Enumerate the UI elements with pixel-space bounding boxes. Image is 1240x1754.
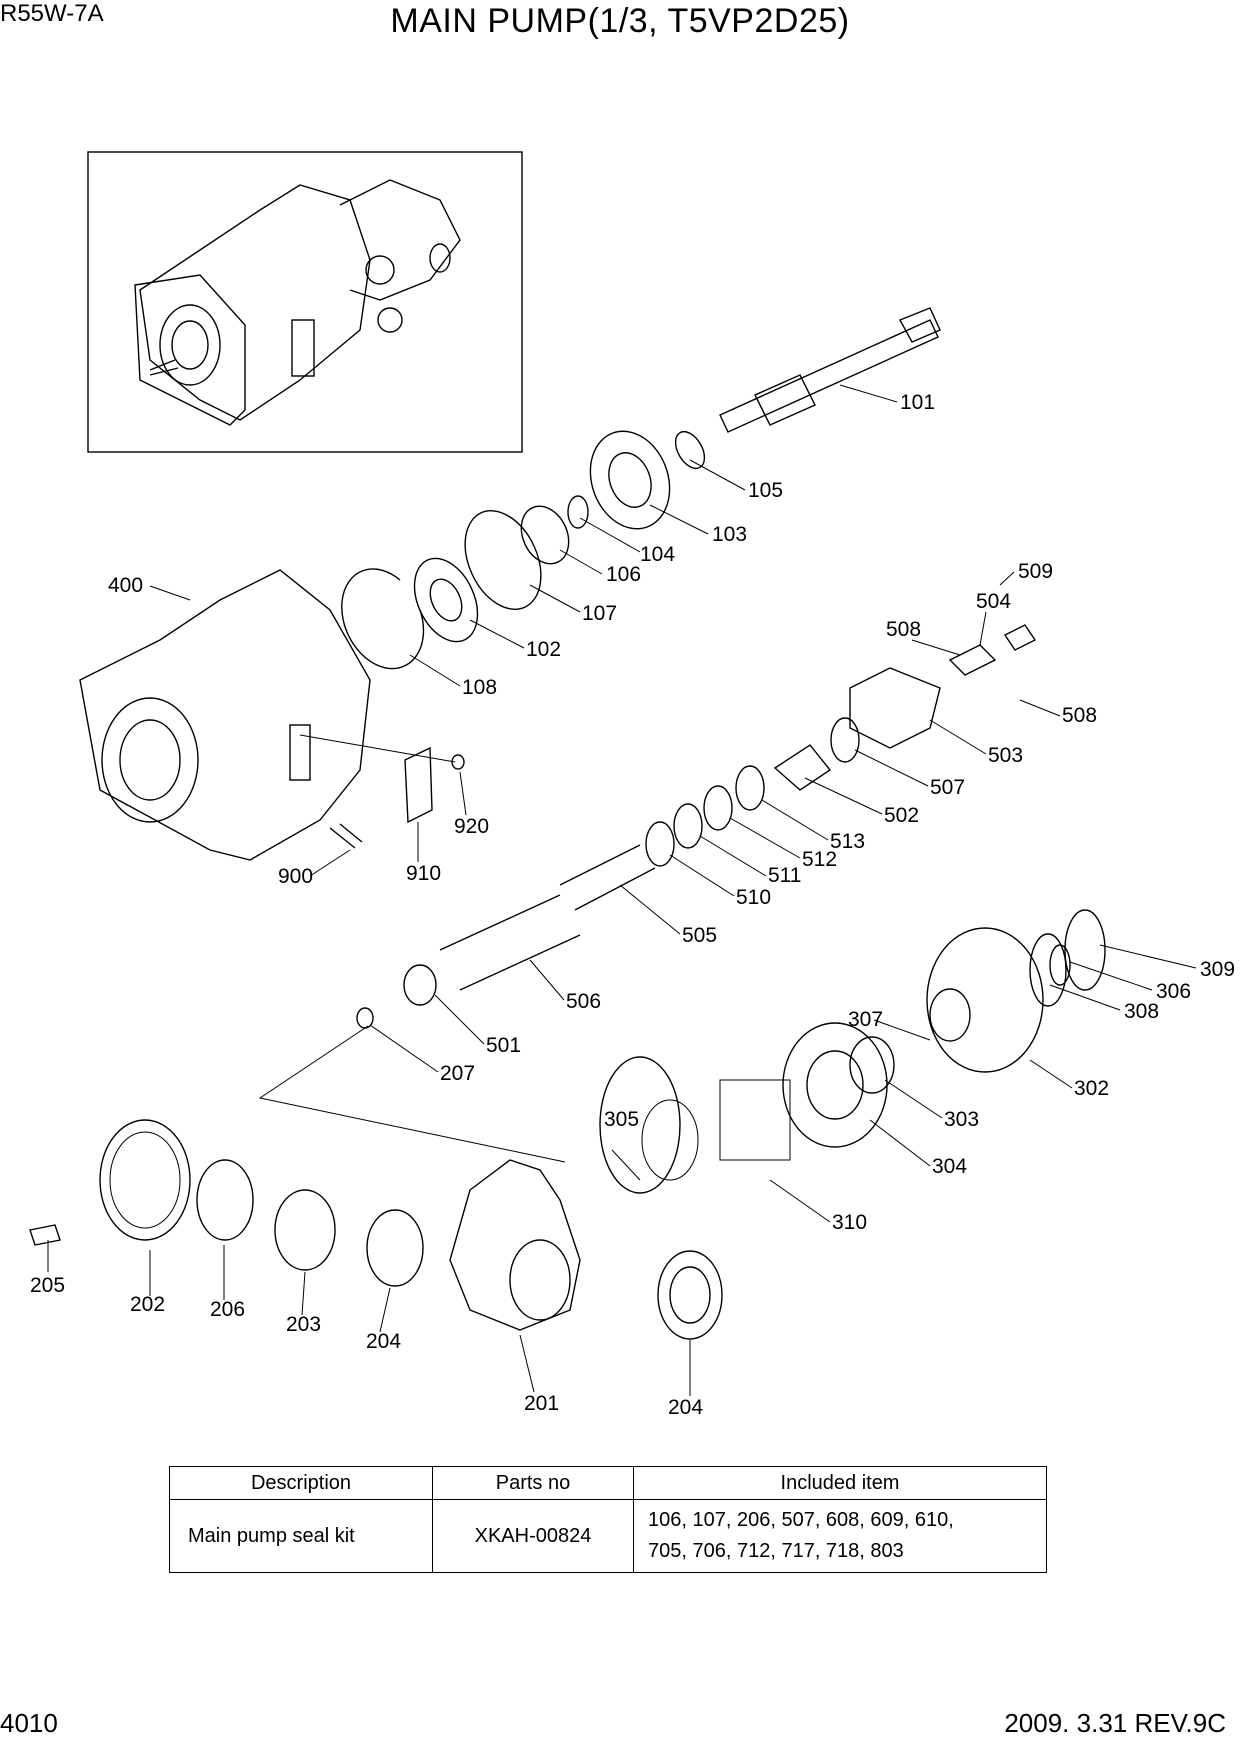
label-504: 504 <box>976 590 1011 613</box>
part-rings-upper <box>341 430 706 670</box>
column-header-included-item: Included item <box>633 1466 1047 1500</box>
label-104: 104 <box>640 543 675 566</box>
model-name: R55W-7A <box>0 0 104 27</box>
label-204: 204 <box>366 1330 401 1353</box>
label-512: 512 <box>802 848 837 871</box>
label-101: 101 <box>900 391 935 414</box>
label-307: 307 <box>848 1008 883 1031</box>
label-511: 511 <box>768 864 801 887</box>
label-305: 305 <box>604 1108 639 1131</box>
exploded-parts-diagram: 101 105 103 104 106 107 102 108 400 509 … <box>29 151 1235 1419</box>
leader-lines <box>47 384 1197 1396</box>
cell-included-items: 106, 107, 206, 507, 608, 609, 610, 705, … <box>633 1499 1047 1573</box>
revision-date: 2009. 3.31 REV.9C <box>1004 1708 1226 1738</box>
label-201: 201 <box>524 1392 559 1415</box>
assembled-pump-inset <box>87 151 523 453</box>
label-508b: 508 <box>1062 704 1097 727</box>
label-508: 508 <box>886 618 921 641</box>
label-204b: 204 <box>668 1396 703 1419</box>
label-207: 207 <box>440 1062 475 1085</box>
column-header-description: Description <box>169 1466 433 1500</box>
label-203: 203 <box>286 1313 321 1336</box>
label-501: 501 <box>486 1034 521 1057</box>
label-206: 206 <box>210 1298 245 1321</box>
label-303: 303 <box>944 1108 979 1131</box>
label-306: 306 <box>1156 980 1191 1003</box>
label-106: 106 <box>606 563 641 586</box>
label-510: 510 <box>736 886 771 909</box>
table-row: Main pump seal kit XKAH-00824 106, 107, … <box>169 1499 1047 1573</box>
label-920: 920 <box>454 815 489 838</box>
label-102: 102 <box>526 638 561 661</box>
label-304: 304 <box>932 1155 967 1178</box>
label-105: 105 <box>748 479 783 502</box>
label-513: 513 <box>830 830 865 853</box>
part-shaft <box>719 307 941 433</box>
page-title: MAIN PUMP(1/3, T5VP2D25) <box>390 2 850 40</box>
label-107: 107 <box>582 602 617 625</box>
table-header-row: Description Parts no Included item <box>169 1466 1047 1500</box>
label-103: 103 <box>712 523 747 546</box>
label-108: 108 <box>462 676 497 699</box>
cell-description: Main pump seal kit <box>169 1499 433 1573</box>
label-502: 502 <box>884 804 919 827</box>
part-swash-group <box>29 1119 723 1340</box>
label-507: 507 <box>930 776 965 799</box>
label-910: 910 <box>406 862 441 885</box>
label-900: 900 <box>278 865 313 888</box>
part-rotating-group <box>599 909 1106 1194</box>
label-202: 202 <box>130 1293 165 1316</box>
label-503: 503 <box>988 744 1023 767</box>
cell-parts-no: XKAH-00824 <box>432 1499 634 1573</box>
label-400: 400 <box>108 574 143 597</box>
included-items-line-2: 705, 706, 712, 717, 718, 803 <box>648 1540 904 1562</box>
label-308: 308 <box>1124 1000 1159 1023</box>
part-housing <box>79 569 371 861</box>
label-302: 302 <box>1074 1077 1109 1100</box>
included-items-line-1: 106, 107, 206, 507, 608, 609, 610, <box>648 1509 954 1531</box>
page-number: 4010 <box>0 1708 58 1738</box>
label-505: 505 <box>682 924 717 947</box>
label-205: 205 <box>30 1274 65 1297</box>
label-309: 309 <box>1200 958 1235 981</box>
part-labels: 101 105 103 104 106 107 102 108 400 509 … <box>30 391 1235 1419</box>
seal-kit-table: Description Parts no Included item Main … <box>169 1466 1047 1573</box>
label-509: 509 <box>1018 560 1053 583</box>
part-nameplate <box>299 734 465 849</box>
label-506: 506 <box>566 990 601 1013</box>
column-header-parts-no: Parts no <box>432 1466 634 1500</box>
part-regulator <box>356 624 1037 1029</box>
label-310: 310 <box>832 1211 867 1234</box>
